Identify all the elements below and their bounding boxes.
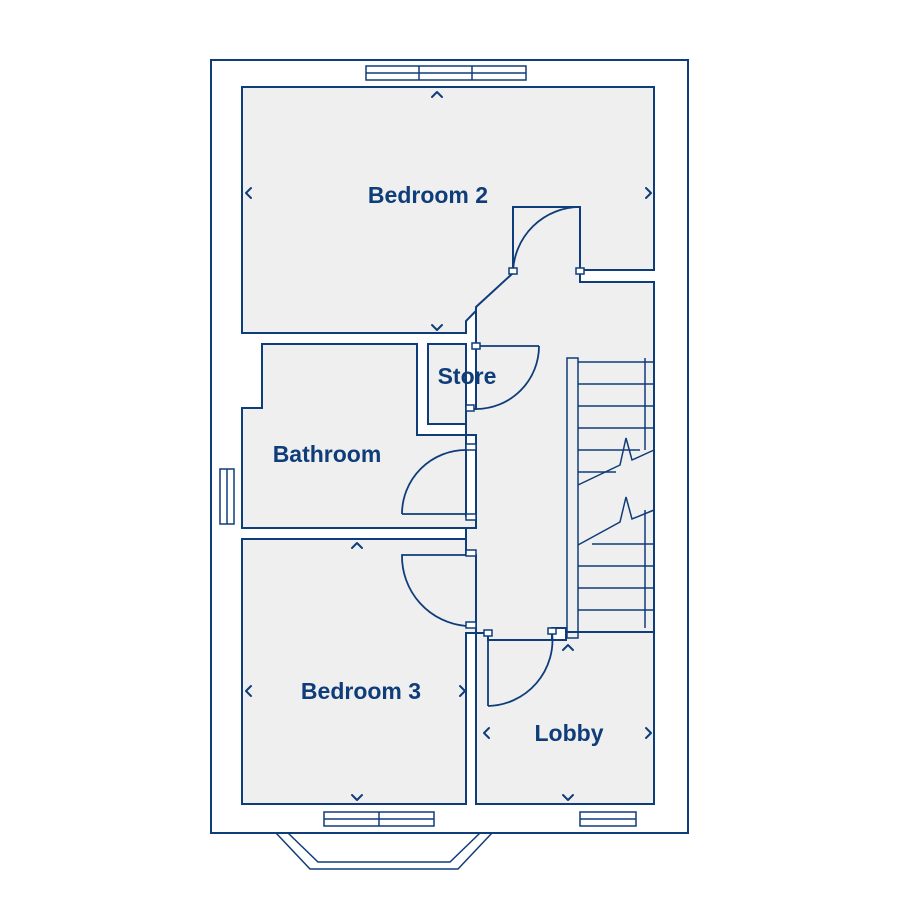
door-bedroom-2 bbox=[508, 206, 585, 275]
window-lobby bbox=[579, 811, 637, 827]
window-top bbox=[365, 65, 527, 81]
staircase bbox=[566, 357, 655, 639]
door-bathroom bbox=[401, 443, 477, 521]
outer-wall bbox=[210, 59, 689, 834]
label-bathroom: Bathroom bbox=[273, 441, 382, 467]
window-bathroom bbox=[219, 468, 235, 525]
label-lobby: Lobby bbox=[535, 720, 604, 746]
door-bedroom-3 bbox=[401, 549, 477, 629]
label-bedroom-3: Bedroom 3 bbox=[301, 678, 421, 704]
door-store bbox=[465, 342, 540, 412]
door-lobby bbox=[483, 627, 557, 707]
label-bedroom-2: Bedroom 2 bbox=[368, 182, 488, 208]
room-lobby bbox=[475, 631, 655, 805]
bay-window bbox=[275, 832, 493, 870]
dimension-markers bbox=[245, 91, 652, 801]
window-bedroom-3 bbox=[323, 811, 435, 827]
room-store bbox=[427, 343, 467, 425]
label-store: Store bbox=[438, 363, 497, 389]
room-bedroom-3 bbox=[241, 538, 477, 805]
